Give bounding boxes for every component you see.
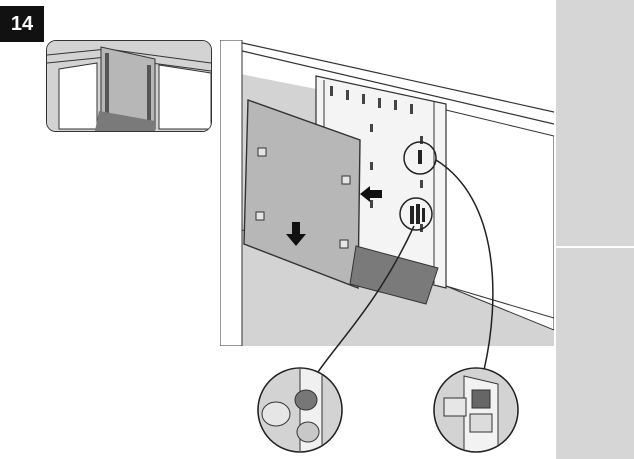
overview-illustration — [47, 41, 211, 131]
detail-circle-right — [433, 367, 519, 453]
detail-marker-upper — [403, 141, 437, 175]
overview-thumbnail — [46, 40, 212, 132]
installation-drawing — [220, 40, 554, 346]
step-number-badge: 14 — [0, 6, 44, 42]
arrow-down-icon — [286, 222, 306, 246]
arrow-left-icon — [360, 186, 382, 202]
side-strip-divider — [556, 246, 634, 248]
main-illustration — [220, 40, 554, 346]
side-strip — [556, 0, 634, 459]
step-number: 14 — [10, 12, 34, 35]
detail-circle-left — [257, 367, 343, 453]
detail-marker-lower — [399, 197, 433, 231]
